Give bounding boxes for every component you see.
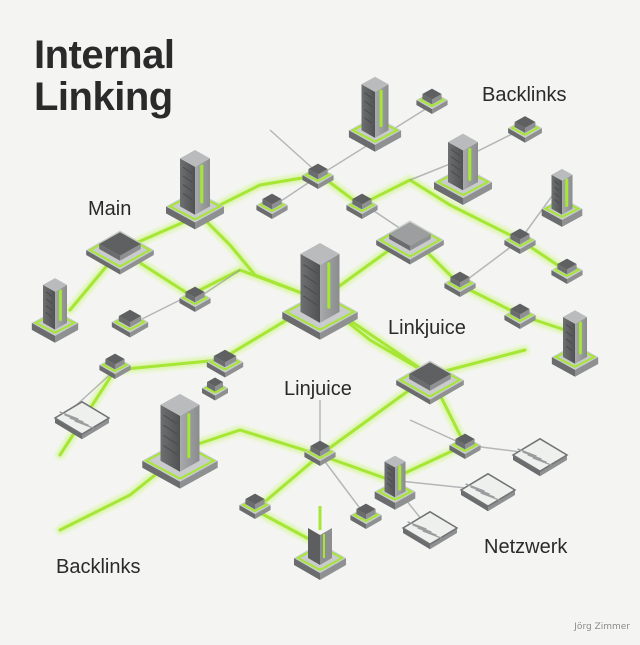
server-tower-left	[31, 278, 79, 343]
diagram-title: Internal Linking	[34, 33, 175, 119]
pad-node-15	[350, 503, 382, 529]
document-card-right-2	[459, 472, 517, 512]
label-linjuice: Linjuice	[284, 378, 352, 400]
server-tower-main	[166, 150, 224, 230]
pad-node-linkjuice	[396, 360, 464, 405]
pad-node-9	[504, 303, 536, 329]
pad-node-1	[416, 88, 448, 114]
pad-node-4	[302, 163, 334, 189]
pad-node-17	[202, 377, 228, 401]
label-linkjuice: Linkjuice	[388, 317, 466, 339]
pad-node-5	[346, 193, 378, 219]
pad-node-10	[179, 286, 211, 312]
credit-signature: Jörg Zimmer	[574, 622, 630, 632]
server-tower-bottom-left	[142, 393, 218, 489]
server-tower-bottom-mid	[374, 455, 416, 510]
label-netzwerk: Netzwerk	[484, 536, 568, 558]
label-main: Main	[88, 198, 132, 220]
pad-node-12	[206, 349, 244, 378]
server-tower-top-right	[434, 133, 492, 205]
pad-node-11	[99, 353, 131, 379]
pad-node-small-left	[111, 309, 149, 338]
antenna-tower-bottom	[294, 506, 346, 580]
document-card-left	[53, 400, 111, 440]
pad-node-3	[256, 193, 288, 219]
pad-node-2	[508, 116, 542, 143]
pad-node-6	[504, 228, 536, 254]
server-tower-right	[541, 168, 583, 227]
server-tower-right-mid	[551, 310, 599, 377]
label-backlinks-bottom: Backlinks	[56, 556, 141, 578]
document-card-right-1	[511, 437, 569, 477]
pad-node-16	[449, 433, 481, 459]
server-tower-center	[282, 242, 358, 340]
pad-node-8	[444, 271, 476, 297]
server-tower-top	[348, 76, 402, 152]
pad-node-center-right	[376, 220, 444, 265]
pad-node-13	[304, 440, 336, 466]
nodes-layer	[31, 76, 599, 580]
pad-node-14	[239, 493, 271, 519]
pad-node-main	[86, 230, 154, 275]
title-line-2: Linking	[34, 75, 173, 119]
pad-node-7	[551, 258, 583, 284]
title-line-1: Internal	[34, 33, 175, 77]
document-card-right-3	[401, 510, 459, 550]
label-backlinks-top: Backlinks	[482, 84, 567, 106]
